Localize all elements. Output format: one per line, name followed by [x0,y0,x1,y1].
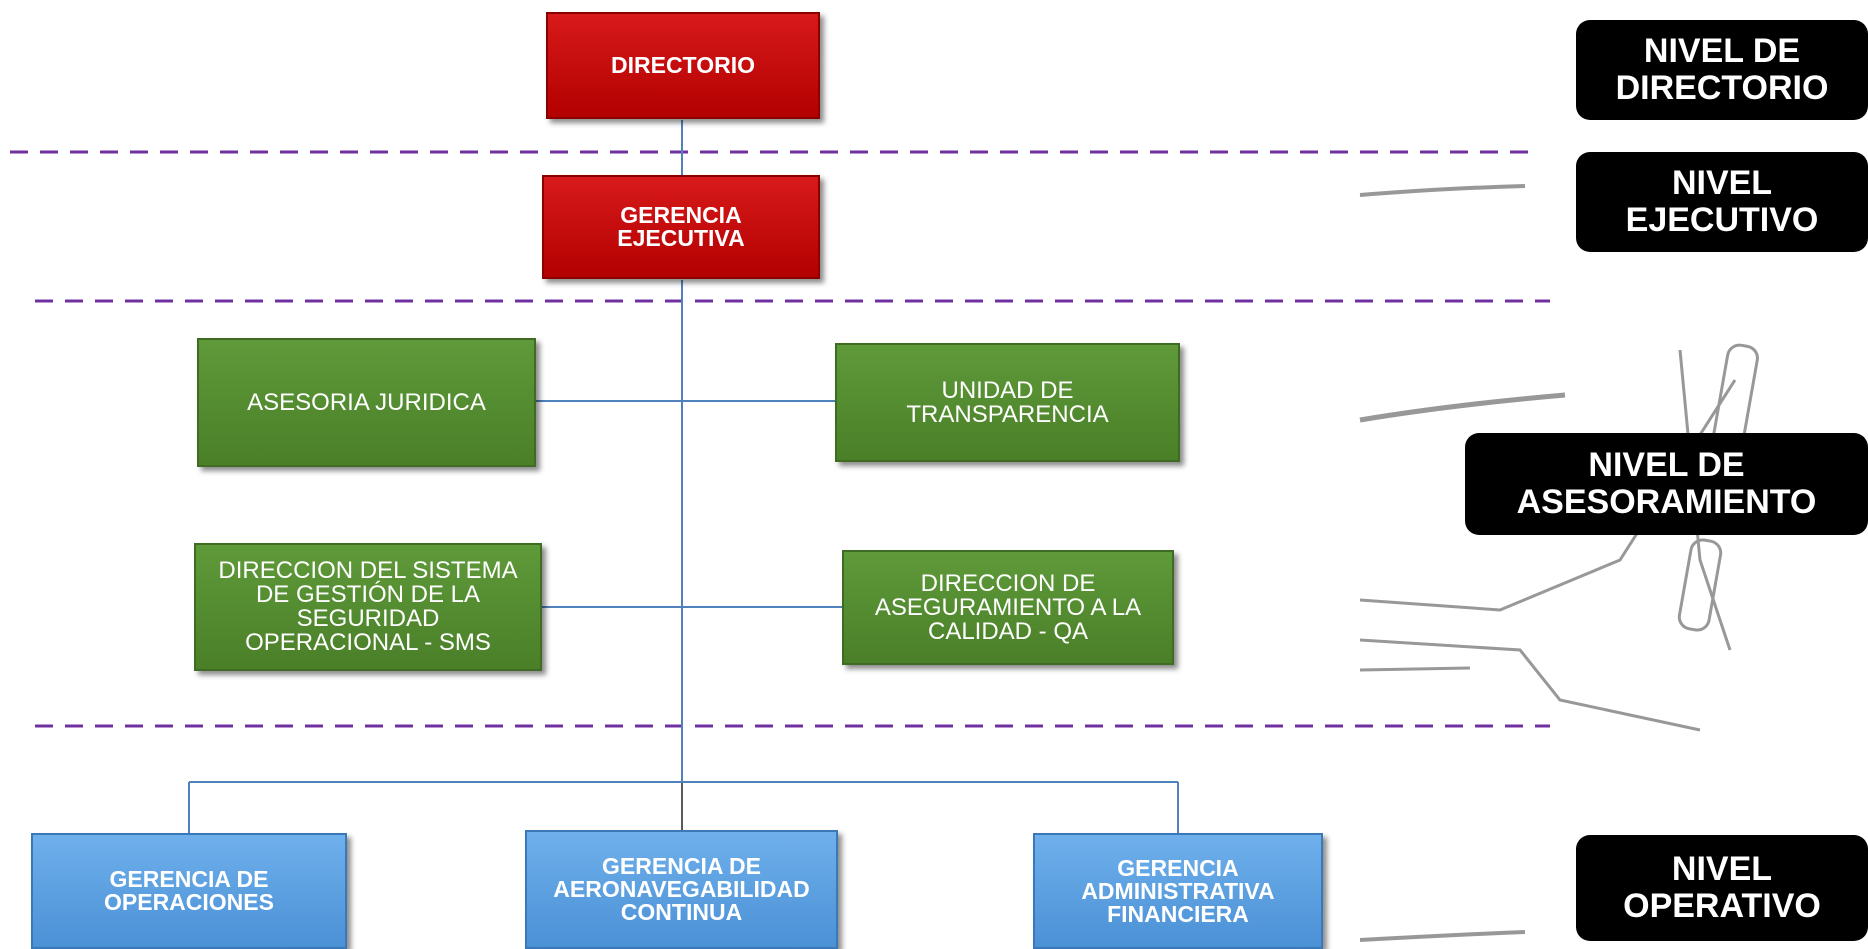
gerencia-operaciones-box: GERENCIA DE OPERACIONES [31,833,347,949]
gerencia-administrativa-box: GERENCIA ADMINISTRATIVA FINANCIERA [1033,833,1323,949]
unidad-transparencia-box: UNIDAD DE TRANSPARENCIA [835,343,1180,462]
nivel-ejecutivo-label: NIVEL EJECUTIVO [1576,152,1868,252]
asesoria-juridica-label: ASESORIA JURIDICA [247,388,486,416]
directorio-label: DIRECTORIO [611,52,755,78]
nivel-directorio-label: NIVEL DE DIRECTORIO [1576,20,1868,120]
gerencia-ejecutiva-label: GERENCIA EJECUTIVA [617,202,745,251]
direccion-sms-label: DIRECCION DEL SISTEMA DE GESTIÓN DE LA S… [218,557,518,656]
direccion-sms-box: DIRECCION DEL SISTEMA DE GESTIÓN DE LA S… [194,543,542,671]
gerencia-administrativa-label: GERENCIA ADMINISTRATIVA FINANCIERA [1081,854,1275,927]
gerencia-aeronavegabilidad-label: GERENCIA DE AERONAVEGABILIDAD CONTINUA [553,853,810,925]
unidad-transparencia-label: UNIDAD DE TRANSPARENCIA [906,376,1109,428]
gerencia-operaciones-label: GERENCIA DE OPERACIONES [104,866,274,915]
gerencia-ejecutiva-box: GERENCIA EJECUTIVA [542,175,820,279]
nivel-operativo-label: NIVEL OPERATIVO [1576,835,1868,941]
direccion-qa-box: DIRECCION DE ASEGURAMIENTO A LA CALIDAD … [842,550,1174,665]
nivel-asesoramiento-label: NIVEL DE ASESORAMIENTO [1465,433,1868,535]
directorio-box: DIRECTORIO [546,12,820,119]
aircraft-sketch [1359,184,1759,942]
direccion-qa-label: DIRECCION DE ASEGURAMIENTO A LA CALIDAD … [874,569,1142,645]
asesoria-juridica-box: ASESORIA JURIDICA [197,338,536,467]
gerencia-aeronavegabilidad-box: GERENCIA DE AERONAVEGABILIDAD CONTINUA [525,830,838,949]
